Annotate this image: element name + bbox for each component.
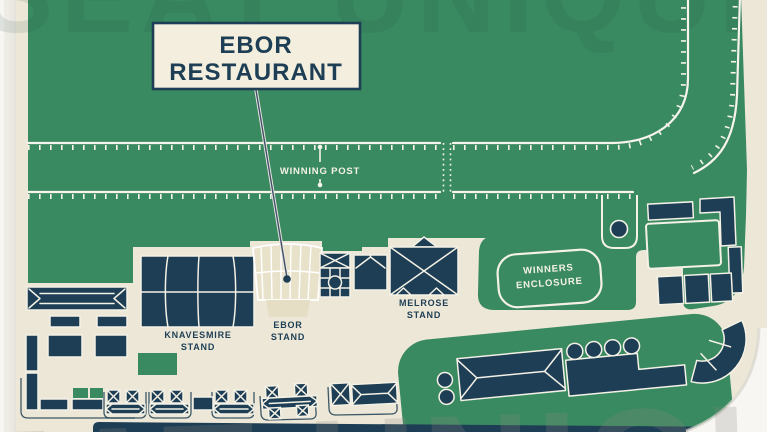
marquee-4 (261, 382, 319, 420)
page-corner-exterior (686, 328, 767, 432)
curved-terrace (690, 319, 747, 384)
lower-lawn-buildings (436, 319, 747, 406)
knavesmire-label-1: KNAVESMIRE (164, 330, 231, 340)
bottom-band (93, 422, 745, 432)
callout-line-2: RESTAURANT (169, 59, 343, 86)
winners-enclosure-label-2: ENCLOSURE (516, 276, 583, 292)
knavesmire-stand: KNAVESMIRE STAND (140, 255, 255, 352)
horse-walk-pen (601, 195, 638, 249)
inner-rail (451, 0, 690, 145)
melrose-stand: MELROSE STAND (389, 236, 459, 320)
left-edge-shade (4, 0, 16, 432)
green-plot-small-2 (90, 388, 103, 398)
winners-enclosure: WINNERS ENCLOSURE (496, 248, 603, 309)
callout-pin-dot (283, 275, 291, 283)
mid-buildings (319, 252, 388, 298)
marquee-row (20, 378, 399, 421)
melrose-label-1: MELROSE (399, 298, 449, 308)
west-buildings (25, 286, 128, 411)
ebor-stand-apron (266, 300, 310, 317)
marquee-1 (105, 389, 146, 415)
callout-box (151, 21, 362, 91)
marquee-2 (149, 389, 190, 415)
watermark-top: SEAT UNIQUE (0, 0, 767, 55)
lower-lawn (398, 313, 735, 432)
outer-rail-bend (692, 0, 741, 175)
callout-line-1: EBOR (219, 32, 292, 59)
winning-post-marker (317, 144, 323, 188)
ebor-stand-label-2: STAND (271, 332, 305, 342)
racetrack: WINNING POST (26, 0, 741, 199)
marquee-5 (329, 381, 399, 407)
green-plot-small-1 (73, 388, 88, 398)
ebor-restaurant-callout: EBOR RESTAURANT (151, 21, 362, 283)
parade-ring (645, 219, 723, 270)
melrose-label-2: STAND (407, 310, 441, 320)
northeast-buildings (645, 196, 744, 306)
ebor-stand-label-1: EBOR (273, 320, 302, 330)
page-corner-shadow (685, 327, 761, 432)
knavesmire-label-2: STAND (181, 342, 215, 352)
winning-post-label: WINNING POST (280, 166, 360, 177)
green-plot (138, 353, 177, 375)
marquee-3 (213, 389, 255, 415)
winners-enclosure-label-1: WINNERS (523, 262, 574, 276)
kiosk (192, 396, 214, 411)
